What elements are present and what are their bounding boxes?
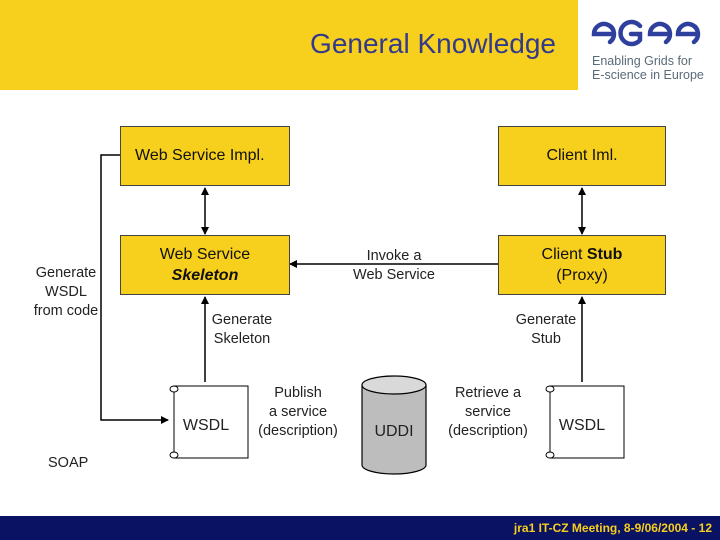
invoke-line2: Web Service bbox=[353, 267, 435, 283]
uddi-database-icon bbox=[361, 375, 427, 475]
wsdl-right-label: WSDL bbox=[558, 417, 606, 434]
wsdl-right-document-icon bbox=[545, 385, 625, 459]
generate-skeleton-label: Generate Skeleton bbox=[200, 311, 284, 349]
logo-tagline-1: Enabling Grids for bbox=[592, 54, 693, 68]
wsdl-left-document-icon bbox=[169, 385, 249, 459]
logo-tagline-2: E-science in Europe bbox=[592, 68, 704, 82]
gen-wsdl-line2: WSDL bbox=[45, 284, 87, 300]
client-stub-box: Client Stub (Proxy) bbox=[498, 235, 666, 295]
skeleton-label-line1: Web Service bbox=[159, 246, 251, 263]
retrieve-line3: (description) bbox=[448, 423, 528, 439]
egee-logo: Enabling Grids for E-science in Europe bbox=[588, 10, 714, 86]
gen-skel-line2: Skeleton bbox=[213, 331, 271, 347]
client-impl-label: Client Iml. bbox=[546, 147, 618, 164]
client-impl-box: Client Iml. bbox=[498, 126, 666, 186]
publish-line1: Publish bbox=[274, 385, 322, 401]
skeleton-label-line2: Skeleton bbox=[171, 267, 239, 284]
retrieve-line2: service bbox=[465, 404, 511, 420]
client-stub-bold: Stub bbox=[586, 246, 623, 263]
invoke-line1: Invoke a bbox=[366, 248, 422, 264]
publish-line3: (description) bbox=[258, 423, 338, 439]
generate-wsdl-line bbox=[100, 154, 169, 424]
soap-label: SOAP bbox=[48, 455, 89, 471]
client-stub-prefix: Client bbox=[541, 246, 587, 263]
footer-text: jra1 IT-CZ Meeting, 8-9/06/2004 - 12 bbox=[513, 521, 712, 535]
web-service-impl-label: Web Service Impl. bbox=[135, 147, 265, 164]
gen-stub-line2: Stub bbox=[531, 331, 561, 347]
wsdl-left-label: WSDL bbox=[182, 417, 230, 434]
retrieve-label: Retrieve a service (description) bbox=[438, 384, 538, 441]
uddi-label: UDDI bbox=[374, 423, 414, 440]
client-stub-label-line2: (Proxy) bbox=[556, 267, 608, 284]
gen-skel-line1: Generate bbox=[211, 312, 273, 328]
generate-wsdl-label: Generate WSDL from code bbox=[26, 264, 106, 321]
egee-wordmark-icon bbox=[591, 19, 701, 47]
generate-stub-label: Generate Stub bbox=[504, 311, 588, 349]
footer-bar: jra1 IT-CZ Meeting, 8-9/06/2004 - 12 bbox=[0, 516, 720, 540]
retrieve-line1: Retrieve a bbox=[454, 385, 522, 401]
web-service-impl-box: Web Service Impl. bbox=[120, 126, 290, 186]
gen-stub-line1: Generate bbox=[515, 312, 577, 328]
invoke-label: Invoke a Web Service bbox=[340, 247, 448, 285]
web-service-skeleton-box: Web Service Skeleton bbox=[120, 235, 290, 295]
publish-line2: a service bbox=[268, 404, 328, 420]
gen-wsdl-line3: from code bbox=[33, 303, 99, 319]
publish-label: Publish a service (description) bbox=[248, 384, 348, 441]
header-band bbox=[0, 0, 578, 90]
client-stub-label-line1: Client Stub bbox=[542, 244, 623, 265]
gen-wsdl-line1: Generate bbox=[35, 265, 97, 281]
page-title: General Knowledge bbox=[310, 28, 556, 59]
